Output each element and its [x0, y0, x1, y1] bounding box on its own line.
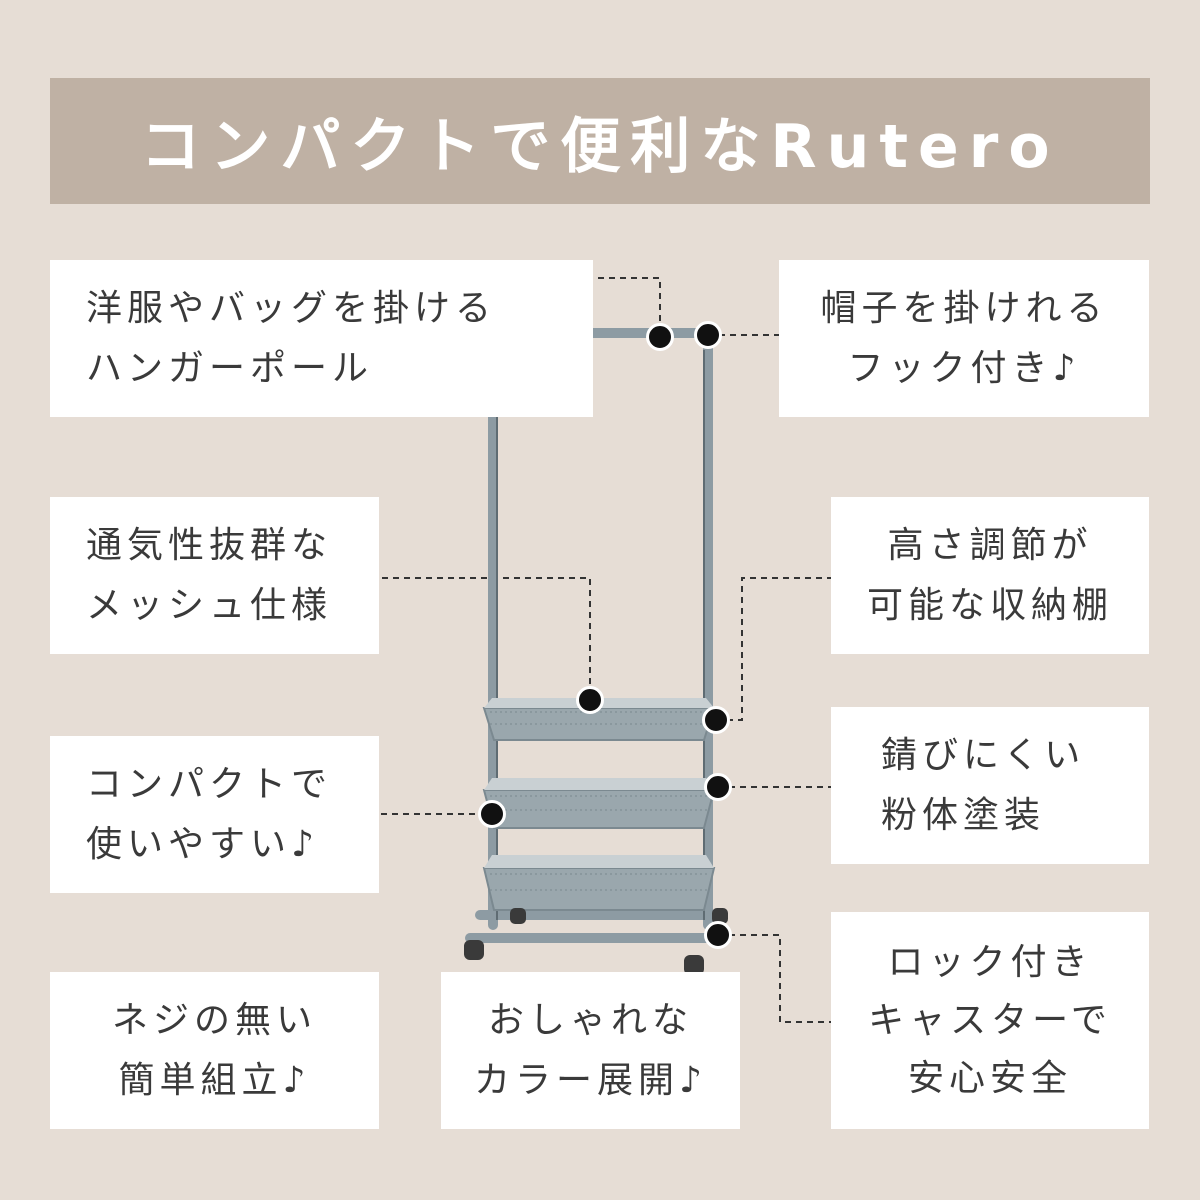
- rack-frame: [465, 328, 723, 943]
- pole-highlights: [496, 350, 705, 920]
- feature-casters: ロック付き キャスターで 安心安全: [831, 912, 1149, 1129]
- baskets: [482, 698, 716, 911]
- feature-mesh: 通気性抜群な メッシュ仕様: [50, 497, 379, 654]
- feature-hanger-pole: 洋服やバッグを掛ける ハンガーポール: [50, 260, 593, 417]
- feature-compact: コンパクトで 使いやすい♪: [50, 736, 379, 893]
- feature-hook: 帽子を掛けれる フック付き♪: [779, 260, 1149, 417]
- casters: [464, 908, 728, 975]
- callout-dot-mesh: [576, 686, 604, 714]
- basket-bottom: [482, 855, 716, 911]
- page-title: コンパクトで便利なRutero: [140, 111, 1060, 182]
- title-banner: コンパクトで便利なRutero: [50, 78, 1150, 204]
- callout-dot-hanger: [646, 323, 674, 351]
- callout-dot-hook: [694, 321, 722, 349]
- feature-height-adjust: 高さ調節が 可能な収納棚: [831, 497, 1149, 654]
- callout-dot-shelf: [702, 706, 730, 734]
- callout-dot-coating: [704, 773, 732, 801]
- basket-middle: [482, 778, 716, 829]
- feature-no-screw: ネジの無い 簡単組立♪: [50, 972, 379, 1129]
- feature-coating: 錆びにくい 粉体塗装: [831, 707, 1149, 864]
- callout-dot-compact: [478, 800, 506, 828]
- feature-colors: おしゃれな カラー展開♪: [441, 972, 740, 1129]
- callout-dot-caster: [704, 921, 732, 949]
